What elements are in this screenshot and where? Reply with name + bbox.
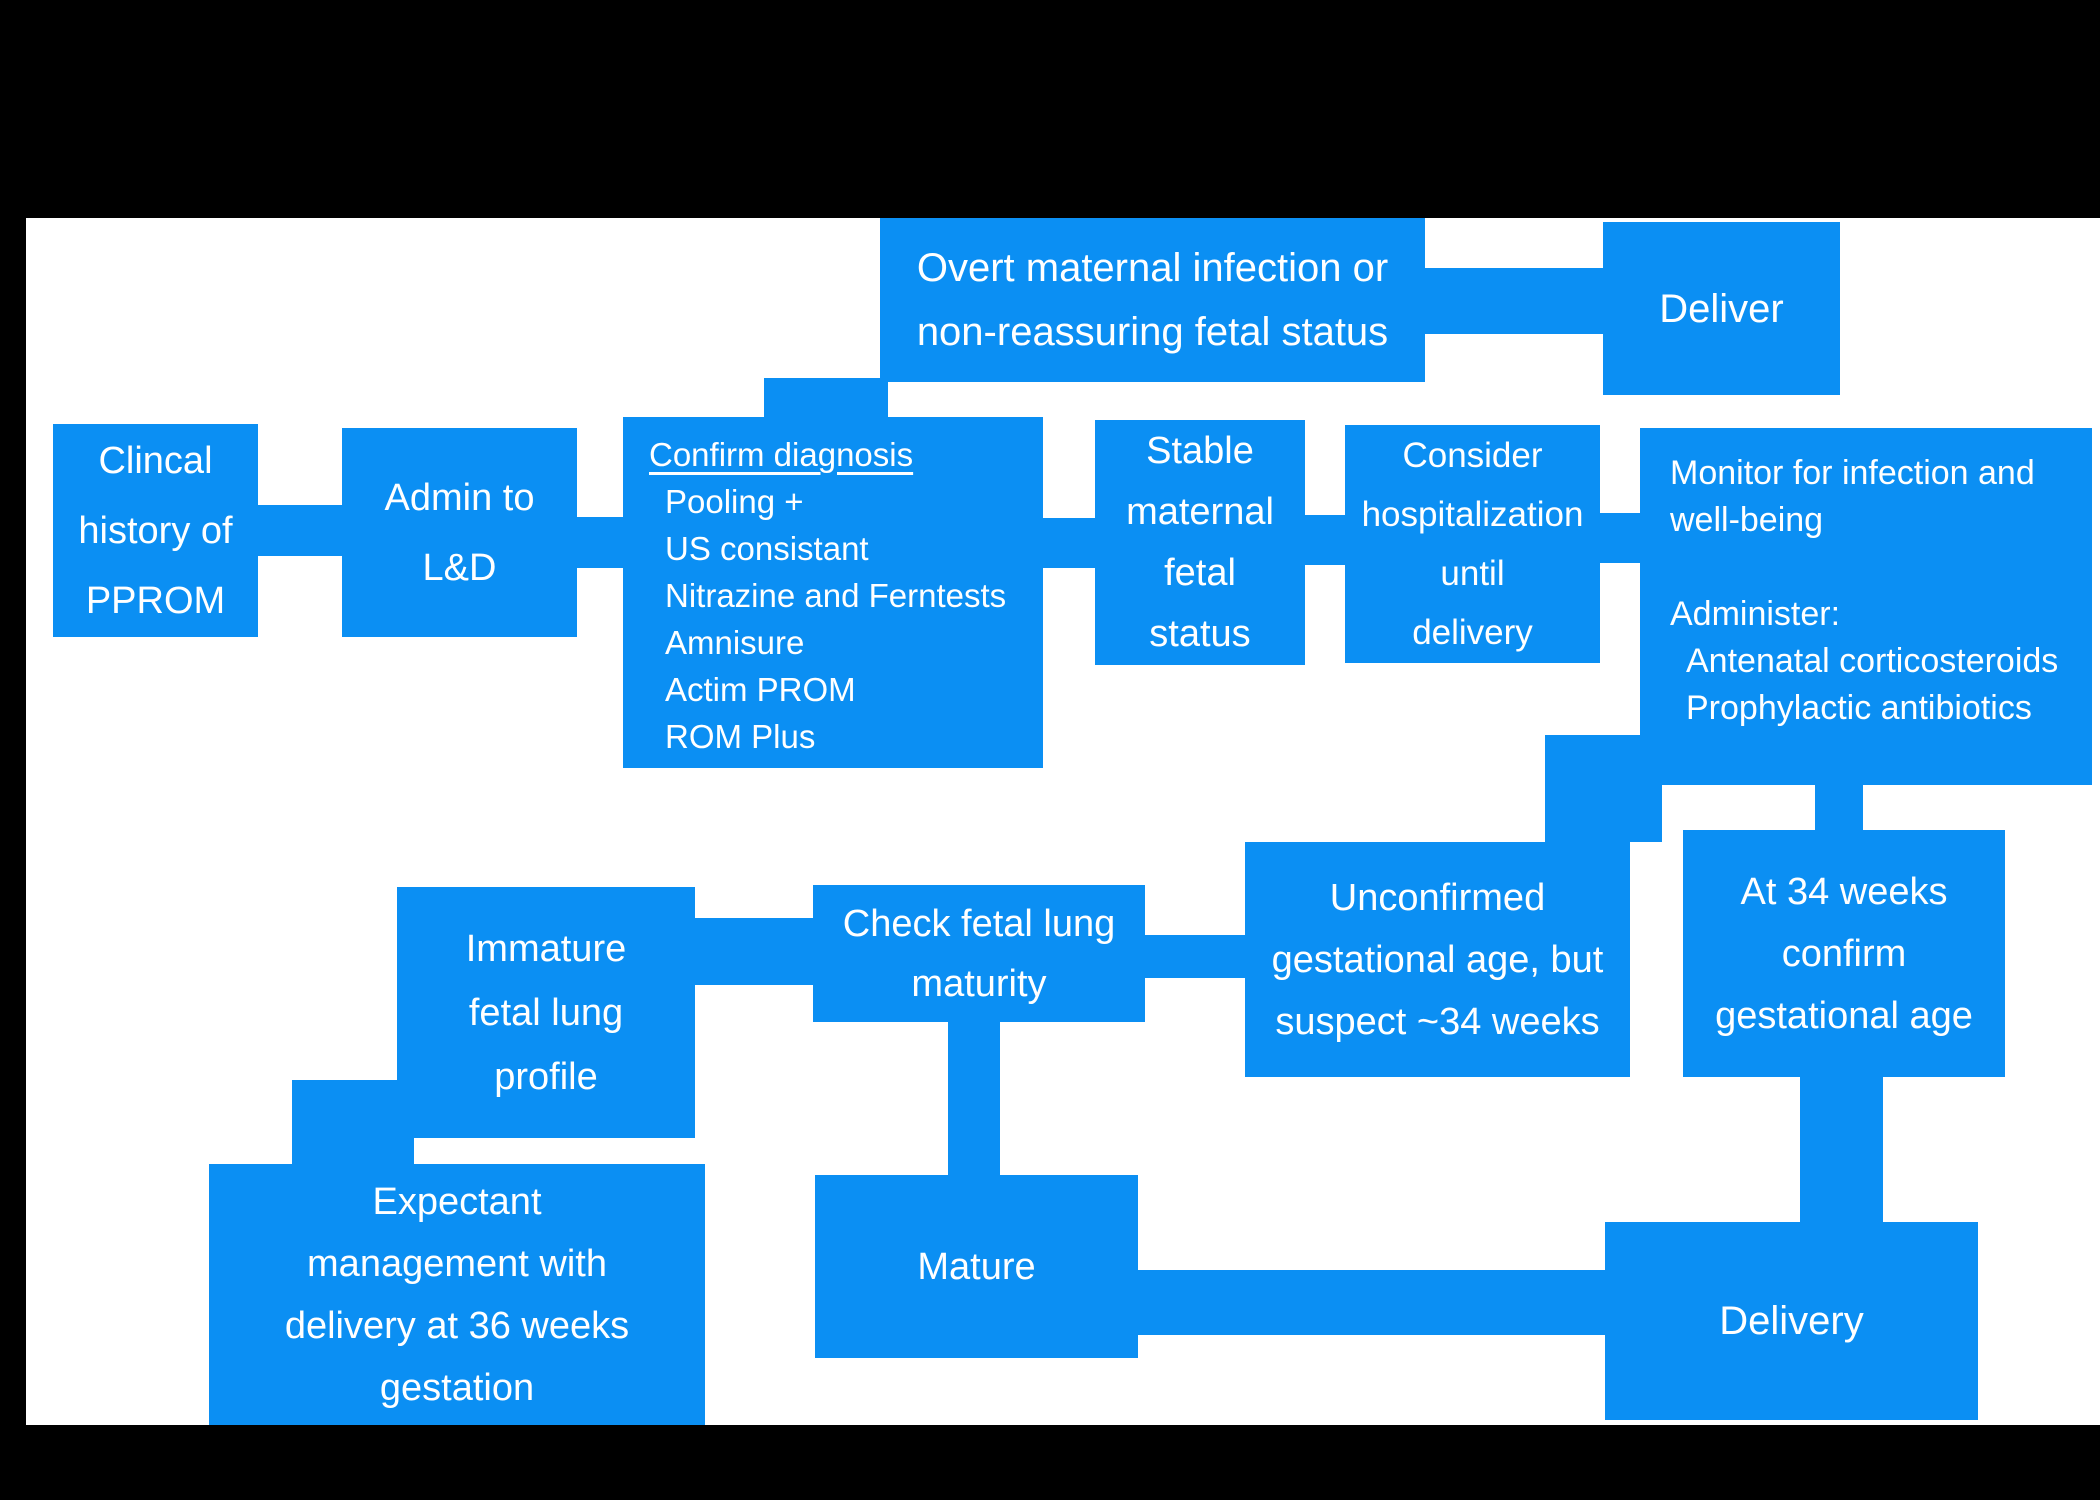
node-line: profile (494, 1055, 598, 1098)
node-line: Unconfirmed (1329, 876, 1546, 919)
node-line: Delivery (1719, 1299, 1864, 1343)
node-line: history of (78, 509, 233, 552)
node-line: Monitor for infection and (1670, 454, 2035, 492)
node-line: Actim PROM (665, 671, 856, 708)
node-line: Confirm diagnosis (649, 436, 914, 473)
node-line: gestational age (1715, 994, 1973, 1037)
node-consider-hospitalization: Consider hospitalization until delivery (1345, 425, 1600, 663)
node-expectant-management: Expectant management with delivery at 36 w… (209, 1164, 705, 1425)
node-line: Prophylactic antibiotics (1686, 689, 2032, 727)
node-check-lung-maturity: Check fetal lung maturity (813, 885, 1145, 1022)
node-line: Mature (917, 1245, 1036, 1288)
node-immature-lung: Immature fetal lung profile (397, 887, 695, 1138)
node-unconfirmed-ga: Unconfirmed gestational age, but suspect ~… (1245, 842, 1630, 1077)
node-line: fetal lung (468, 991, 624, 1034)
node-admin-to-ld: Admin to L&D (342, 428, 577, 637)
node-mature: Mature (815, 1175, 1138, 1358)
connector-admin-to-confirm (577, 517, 623, 568)
node-line: Expectant (372, 1180, 542, 1223)
node-line: non-reassuring fetal status (916, 310, 1389, 354)
node-line: until (1440, 554, 1505, 593)
node-line: Pooling + (665, 483, 804, 520)
node-line: Admin to (384, 476, 535, 519)
connector-check-to-mature (948, 1022, 1000, 1175)
connector-mature-to-delivery (1138, 1270, 1605, 1335)
node-deliver: Deliver (1603, 222, 1840, 395)
connector-clinical-to-admin (258, 505, 342, 556)
node-line: Nitrazine and Ferntests (665, 577, 1007, 614)
node-line: Stable (1146, 429, 1254, 472)
node-line: maturity (911, 962, 1047, 1005)
connector-consider-to-monitor (1600, 513, 1640, 563)
connector-immature-to-check (695, 918, 825, 985)
node-line: Overt maternal infection or (916, 246, 1389, 290)
connector-monitor-to-at34 (1815, 785, 1863, 832)
node-stable-status: Stable maternal fetal status (1095, 420, 1305, 665)
node-line: delivery (1412, 613, 1533, 652)
node-line: At 34 weeks (1740, 870, 1948, 913)
connector-stable-to-consider (1305, 515, 1345, 565)
node-line: suspect ~34 weeks (1275, 1000, 1600, 1043)
node-line: fetal (1164, 551, 1236, 594)
node-at-34-weeks: At 34 weeks confirm gestational age (1683, 830, 2005, 1077)
node-overt-infection: Overt maternal infection or non-reassurin… (880, 218, 1425, 382)
node-line: delivery at 36 weeks (284, 1304, 630, 1347)
node-line: management with (307, 1242, 607, 1285)
connector-confirm-to-stable (1043, 518, 1095, 568)
node-line: gestation (379, 1366, 535, 1409)
node-line: Administer: (1670, 595, 1841, 633)
node-line: confirm (1781, 932, 1907, 975)
node-line: Deliver (1659, 286, 1784, 331)
connector-overt-to-confirm (764, 378, 888, 420)
node-line: gestational age, but (1271, 938, 1604, 981)
node-line: PPROM (85, 579, 226, 622)
node-line: maternal (1126, 490, 1274, 533)
node-line: US consistant (665, 530, 869, 567)
connector-check-to-unconfirmed (1143, 935, 1245, 978)
node-line: Check fetal lung (842, 902, 1116, 945)
node-line: well-being (1670, 501, 1824, 539)
connector-overt-to-deliver (1425, 268, 1605, 334)
connector-immature-to-expectant (292, 1080, 414, 1180)
node-line: ROM Plus (665, 718, 816, 755)
node-line: status (1149, 612, 1251, 655)
node-delivery: Delivery (1605, 1222, 1978, 1420)
node-clinical-history: Clincal history of PPROM (53, 424, 258, 637)
node-line: L&D (422, 546, 497, 589)
node-line: Immature (465, 927, 627, 970)
node-line: Antenatal corticosteroids (1686, 642, 2059, 680)
node-line: hospitalization (1361, 495, 1584, 534)
node-line: Consider (1402, 436, 1543, 475)
connector-at34-to-delivery (1800, 1077, 1883, 1222)
node-line: Clincal (98, 439, 213, 482)
node-line: Amnisure (665, 624, 805, 661)
